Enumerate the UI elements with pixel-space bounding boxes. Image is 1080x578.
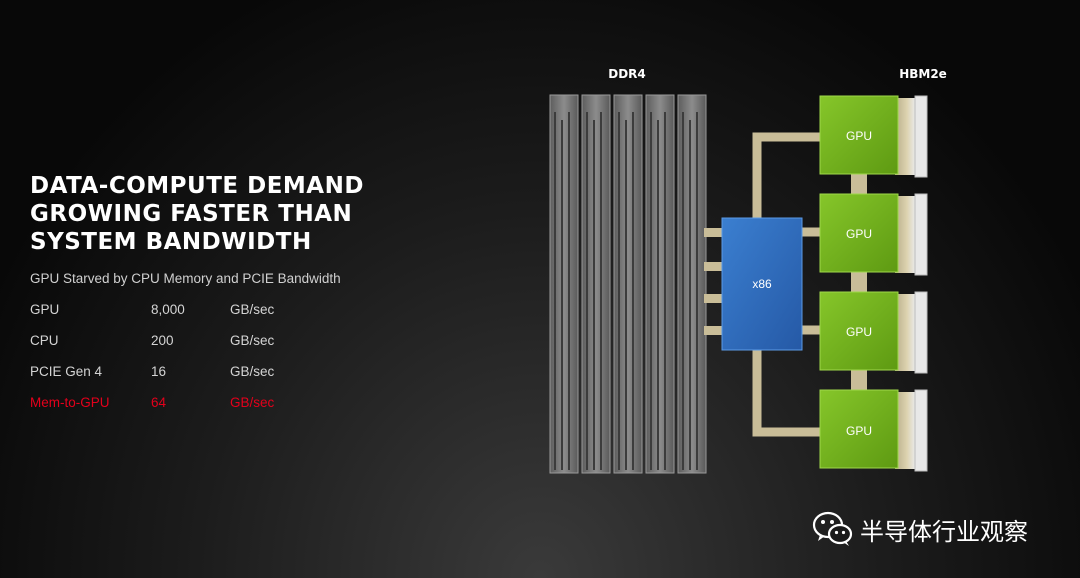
row-value: 16 [151, 364, 167, 379]
row-value: 200 [151, 333, 174, 348]
hbm-stack [895, 95, 928, 178]
title-line: GROWING FASTER THAN [30, 201, 353, 227]
cpu-gpu-links [752, 132, 822, 437]
x86-cpu-chip: x86 [721, 217, 803, 351]
hbm2e-stacks [895, 95, 928, 472]
row-name: CPU [30, 333, 59, 348]
watermark: 半导体行业观察 [812, 509, 1028, 549]
gpu-chip: GPU [819, 389, 899, 469]
ddr-cpu-links [704, 228, 724, 335]
watermark-text: 半导体行业观察 [860, 517, 1028, 546]
memory-stick [581, 94, 611, 474]
row-value: 8,000 [151, 302, 185, 317]
gpu-label: GPU [846, 424, 872, 438]
gpu-chip: GPU [819, 95, 899, 175]
memory-stick [645, 94, 675, 474]
gpu-gpu-links [851, 174, 867, 392]
row-unit: GB/sec [230, 302, 275, 317]
cpu-label: x86 [752, 277, 772, 291]
memory-stick [613, 94, 643, 474]
ddr4-memory-modules [549, 94, 707, 474]
gpu-label: GPU [846, 129, 872, 143]
row-name: PCIE Gen 4 [30, 364, 103, 379]
slide-title: DATA-COMPUTE DEMAND GROWING FASTER THAN … [30, 172, 450, 256]
hbm-stack [895, 291, 928, 374]
hbm-stack [895, 389, 928, 472]
gpu-chip: GPU [819, 193, 899, 273]
row-unit: GB/sec [230, 395, 275, 410]
row-unit: GB/sec [230, 333, 275, 348]
gpu-label: GPU [846, 325, 872, 339]
row-name: GPU [30, 302, 60, 317]
title-line: DATA-COMPUTE DEMAND [30, 173, 364, 199]
row-unit: GB/sec [230, 364, 275, 379]
slide-subtitle: GPU Starved by CPU Memory and PCIE Bandw… [30, 271, 341, 286]
hbm2e-label: HBM2e [899, 67, 947, 81]
ddr4-label: DDR4 [608, 67, 646, 81]
gpu-label: GPU [846, 227, 872, 241]
memory-stick [677, 94, 707, 474]
row-name: Mem-to-GPU [30, 395, 110, 410]
gpu-chip: GPU [819, 291, 899, 371]
hbm-stack [895, 193, 928, 276]
row-value: 64 [151, 395, 167, 410]
title-line: SYSTEM BANDWIDTH [30, 229, 312, 255]
wechat-icon [812, 511, 853, 546]
memory-stick [549, 94, 579, 474]
